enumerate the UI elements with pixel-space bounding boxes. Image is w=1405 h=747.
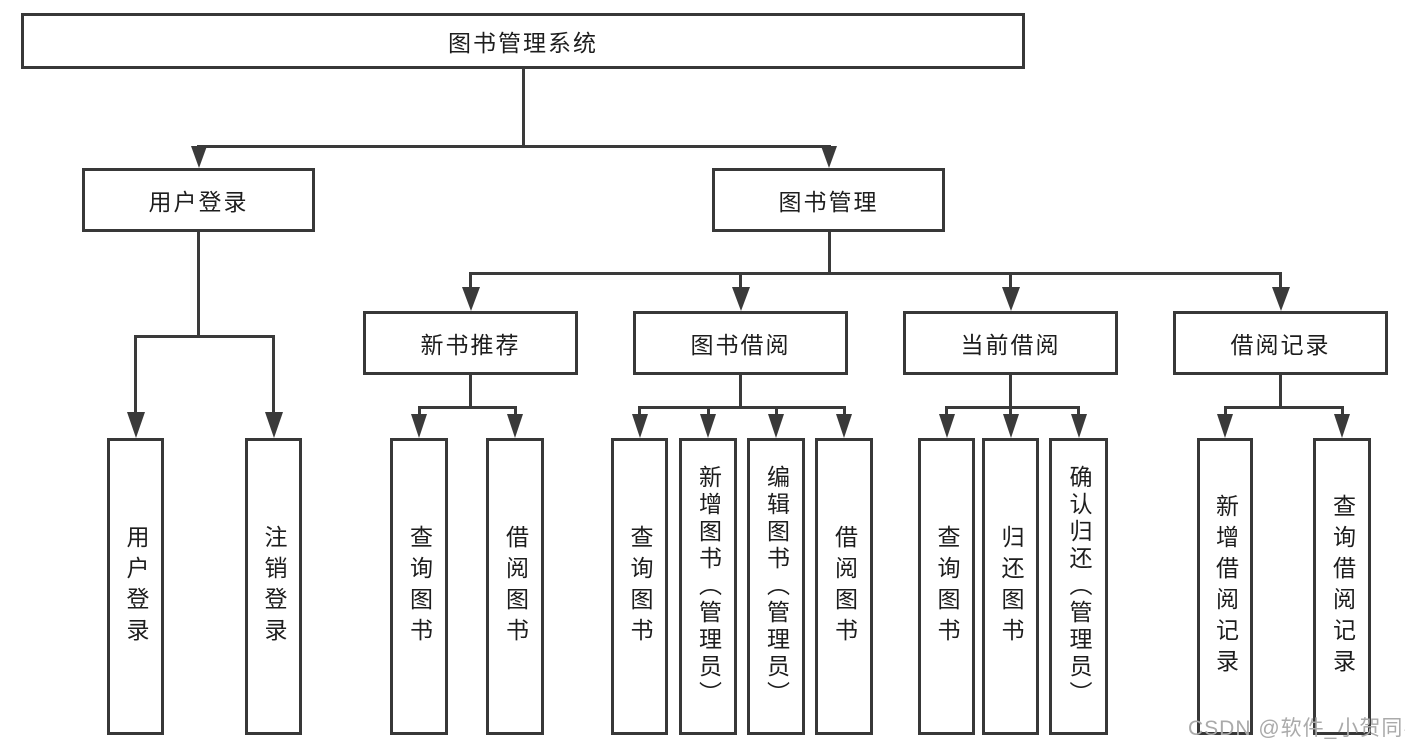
connector-line bbox=[1340, 406, 1344, 416]
node-label-library-system: 图书管理系统 bbox=[448, 30, 598, 56]
arrow-down-icon bbox=[411, 414, 427, 438]
connector-line bbox=[1009, 375, 1012, 406]
connector-line bbox=[739, 375, 742, 406]
leaf-box-return-book: 归还图书 bbox=[982, 438, 1039, 735]
connector-line bbox=[197, 232, 200, 335]
leaf-label-borrow-book-borrowing: 借阅图书 bbox=[831, 524, 858, 649]
node-label-borrow-records: 借阅记录 bbox=[1230, 332, 1331, 358]
arrow-down-icon bbox=[938, 414, 955, 438]
arrow-down-icon bbox=[507, 414, 523, 438]
leaf-box-borrow-book-recommend: 借阅图书 bbox=[486, 438, 544, 735]
node-label-current-borrowing: 当前借阅 bbox=[960, 332, 1061, 358]
connector-line bbox=[1279, 272, 1282, 290]
arrow-down-icon bbox=[191, 146, 207, 168]
leaf-label-add-borrow-record: 新增借阅记录 bbox=[1212, 493, 1239, 680]
connector-line bbox=[945, 406, 948, 416]
connector-line bbox=[469, 375, 472, 406]
connector-line bbox=[774, 406, 778, 416]
leaf-box-borrow-book-borrowing: 借阅图书 bbox=[815, 438, 873, 735]
arrow-down-icon bbox=[836, 414, 852, 438]
connector-line bbox=[945, 406, 1080, 409]
leaf-box-query-book-borrowing: 查询图书 bbox=[611, 438, 668, 735]
connector-line bbox=[469, 272, 472, 290]
arrow-down-icon bbox=[1217, 414, 1233, 438]
connector-line bbox=[134, 335, 137, 413]
connector-line bbox=[1224, 406, 1343, 409]
connector-line bbox=[638, 406, 846, 409]
leaf-label-return-book: 归还图书 bbox=[998, 524, 1024, 649]
leaf-label-user-login: 用户登录 bbox=[123, 524, 149, 649]
node-box-borrow-records: 借阅记录 bbox=[1173, 311, 1388, 375]
node-box-new-book-recommend: 新书推荐 bbox=[363, 311, 578, 375]
arrow-down-icon bbox=[768, 414, 784, 438]
leaf-box-add-book-admin: 新增图书（管理员） bbox=[679, 438, 737, 735]
connector-line bbox=[1279, 375, 1282, 406]
arrow-down-icon bbox=[461, 287, 480, 311]
node-label-user-login: 用户登录 bbox=[148, 189, 249, 215]
node-label-book-management: 图书管理 bbox=[778, 189, 879, 215]
leaf-box-confirm-return-admin: 确认归还（管理员） bbox=[1049, 438, 1108, 735]
connector-line bbox=[842, 406, 846, 416]
leaf-label-borrow-book-recommend: 借阅图书 bbox=[502, 524, 529, 649]
leaf-label-query-book-borrowing: 查询图书 bbox=[627, 524, 653, 649]
arrow-down-icon bbox=[126, 412, 145, 438]
arrow-down-icon bbox=[631, 414, 648, 438]
arrow-down-icon bbox=[264, 412, 283, 438]
connector-line bbox=[1223, 406, 1227, 416]
leaf-label-query-book-recommend: 查询图书 bbox=[406, 524, 433, 649]
leaf-label-logout: 注销登录 bbox=[261, 524, 287, 649]
arrow-down-icon bbox=[821, 146, 837, 168]
leaf-box-query-book-recommend: 查询图书 bbox=[390, 438, 448, 735]
connector-line bbox=[418, 406, 516, 409]
arrow-down-icon bbox=[1002, 414, 1019, 438]
leaf-box-add-borrow-record: 新增借阅记录 bbox=[1197, 438, 1253, 735]
leaf-label-query-book-current: 查询图书 bbox=[934, 524, 960, 649]
arrow-down-icon bbox=[1001, 287, 1020, 311]
connector-line bbox=[513, 406, 517, 416]
node-box-library-system: 图书管理系统 bbox=[21, 13, 1025, 69]
leaf-box-user-login: 用户登录 bbox=[107, 438, 164, 735]
leaf-label-confirm-return-admin: 确认归还（管理员） bbox=[1066, 465, 1092, 708]
leaf-box-query-borrow-record: 查询借阅记录 bbox=[1313, 438, 1371, 735]
arrow-down-icon bbox=[1334, 414, 1350, 438]
node-box-user-login: 用户登录 bbox=[82, 168, 315, 232]
node-box-book-management: 图书管理 bbox=[712, 168, 945, 232]
connector-line bbox=[522, 69, 525, 145]
arrow-down-icon bbox=[1271, 287, 1290, 311]
connector-line bbox=[272, 335, 275, 413]
connector-line bbox=[1009, 272, 1012, 290]
connector-line bbox=[739, 272, 742, 290]
arrow-down-icon bbox=[731, 287, 750, 311]
leaf-box-edit-book-admin: 编辑图书（管理员） bbox=[747, 438, 805, 735]
leaf-label-query-borrow-record: 查询借阅记录 bbox=[1329, 493, 1356, 680]
arrow-down-icon bbox=[700, 414, 716, 438]
connector-line bbox=[1077, 406, 1080, 416]
connector-line bbox=[469, 272, 1282, 275]
node-box-current-borrowing: 当前借阅 bbox=[903, 311, 1118, 375]
connector-line bbox=[706, 406, 710, 416]
node-label-book-borrowing: 图书借阅 bbox=[690, 332, 791, 358]
leaf-box-logout: 注销登录 bbox=[245, 438, 302, 735]
arrow-down-icon bbox=[1070, 414, 1087, 438]
connector-line bbox=[134, 335, 275, 338]
connector-line bbox=[1009, 406, 1012, 416]
leaf-label-edit-book-admin: 编辑图书（管理员） bbox=[763, 465, 790, 708]
connector-line bbox=[828, 232, 831, 272]
node-label-new-book-recommend: 新书推荐 bbox=[420, 332, 521, 358]
leaf-label-add-book-admin: 新增图书（管理员） bbox=[695, 465, 722, 708]
connector-line bbox=[638, 406, 641, 416]
connector-line bbox=[197, 145, 831, 148]
connector-line bbox=[417, 406, 421, 416]
csdn-watermark: CSDN @软件_小贺同学 bbox=[1188, 717, 1405, 740]
leaf-box-query-book-current: 查询图书 bbox=[918, 438, 975, 735]
node-box-book-borrowing: 图书借阅 bbox=[633, 311, 848, 375]
